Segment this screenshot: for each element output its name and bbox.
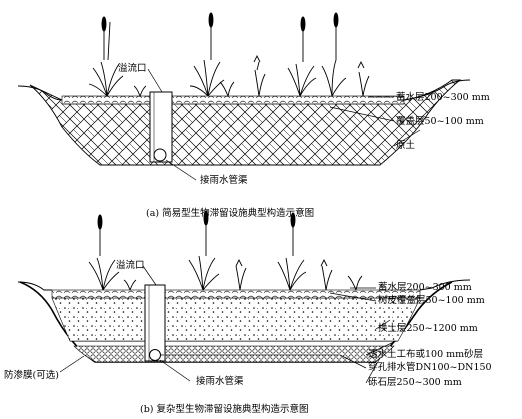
replacement-soil-b <box>51 297 421 342</box>
layer-label-b-geotextile: 透水土工布或100 mm砂层 <box>368 348 483 360</box>
layer-label-b-perforated-pipe: 穿孔排水管DN100~DN150 <box>368 361 492 373</box>
drain-pipe-a <box>153 148 167 162</box>
layer-label-a-native-soil: 原土 <box>396 139 416 151</box>
caption-b: (b) 复杂型生物滞留设施典型构造示意图 <box>140 403 309 415</box>
layer-label-b-storage: 蓄水层200~300 mm <box>378 281 472 293</box>
overflow-label-a: 溢流口 <box>118 62 147 74</box>
layer-label-b-gravel: 砾石层250~300 mm <box>368 376 462 388</box>
layer-label-a-cover: 覆盖层50~100 mm <box>396 115 484 127</box>
bark-cover-layer-b <box>51 289 421 299</box>
caption-a: (a) 简易型生物滞留设施典型构造示意图 <box>146 207 314 219</box>
drain-label-a: 接雨水管渠 <box>200 174 248 186</box>
ground-line-b <box>17 279 471 291</box>
layer-label-a-storage: 蓄水层200~300 mm <box>396 91 490 103</box>
diagram-b <box>17 210 471 384</box>
layer-label-b-replacement-soil: 换土层250~1200 mm <box>378 322 478 334</box>
plants-a <box>88 12 370 97</box>
gravel-layer-b <box>73 345 395 363</box>
leaders-a <box>147 68 421 181</box>
cover-layer-a <box>61 95 405 105</box>
leaders-b <box>59 265 397 384</box>
ground-line-a <box>17 79 471 101</box>
overflow-pipe-a <box>149 91 173 163</box>
membrane-label-b: 防渗膜(可选) <box>4 369 59 381</box>
perforated-pipe-b <box>149 349 161 361</box>
diagram-a <box>17 12 471 181</box>
overflow-label-b: 溢流口 <box>116 259 145 271</box>
plants-b <box>88 210 363 291</box>
drain-label-b: 接雨水管渠 <box>196 375 244 387</box>
layer-label-b-bark-cover: 树皮覆盖层50~100 mm <box>378 294 485 306</box>
